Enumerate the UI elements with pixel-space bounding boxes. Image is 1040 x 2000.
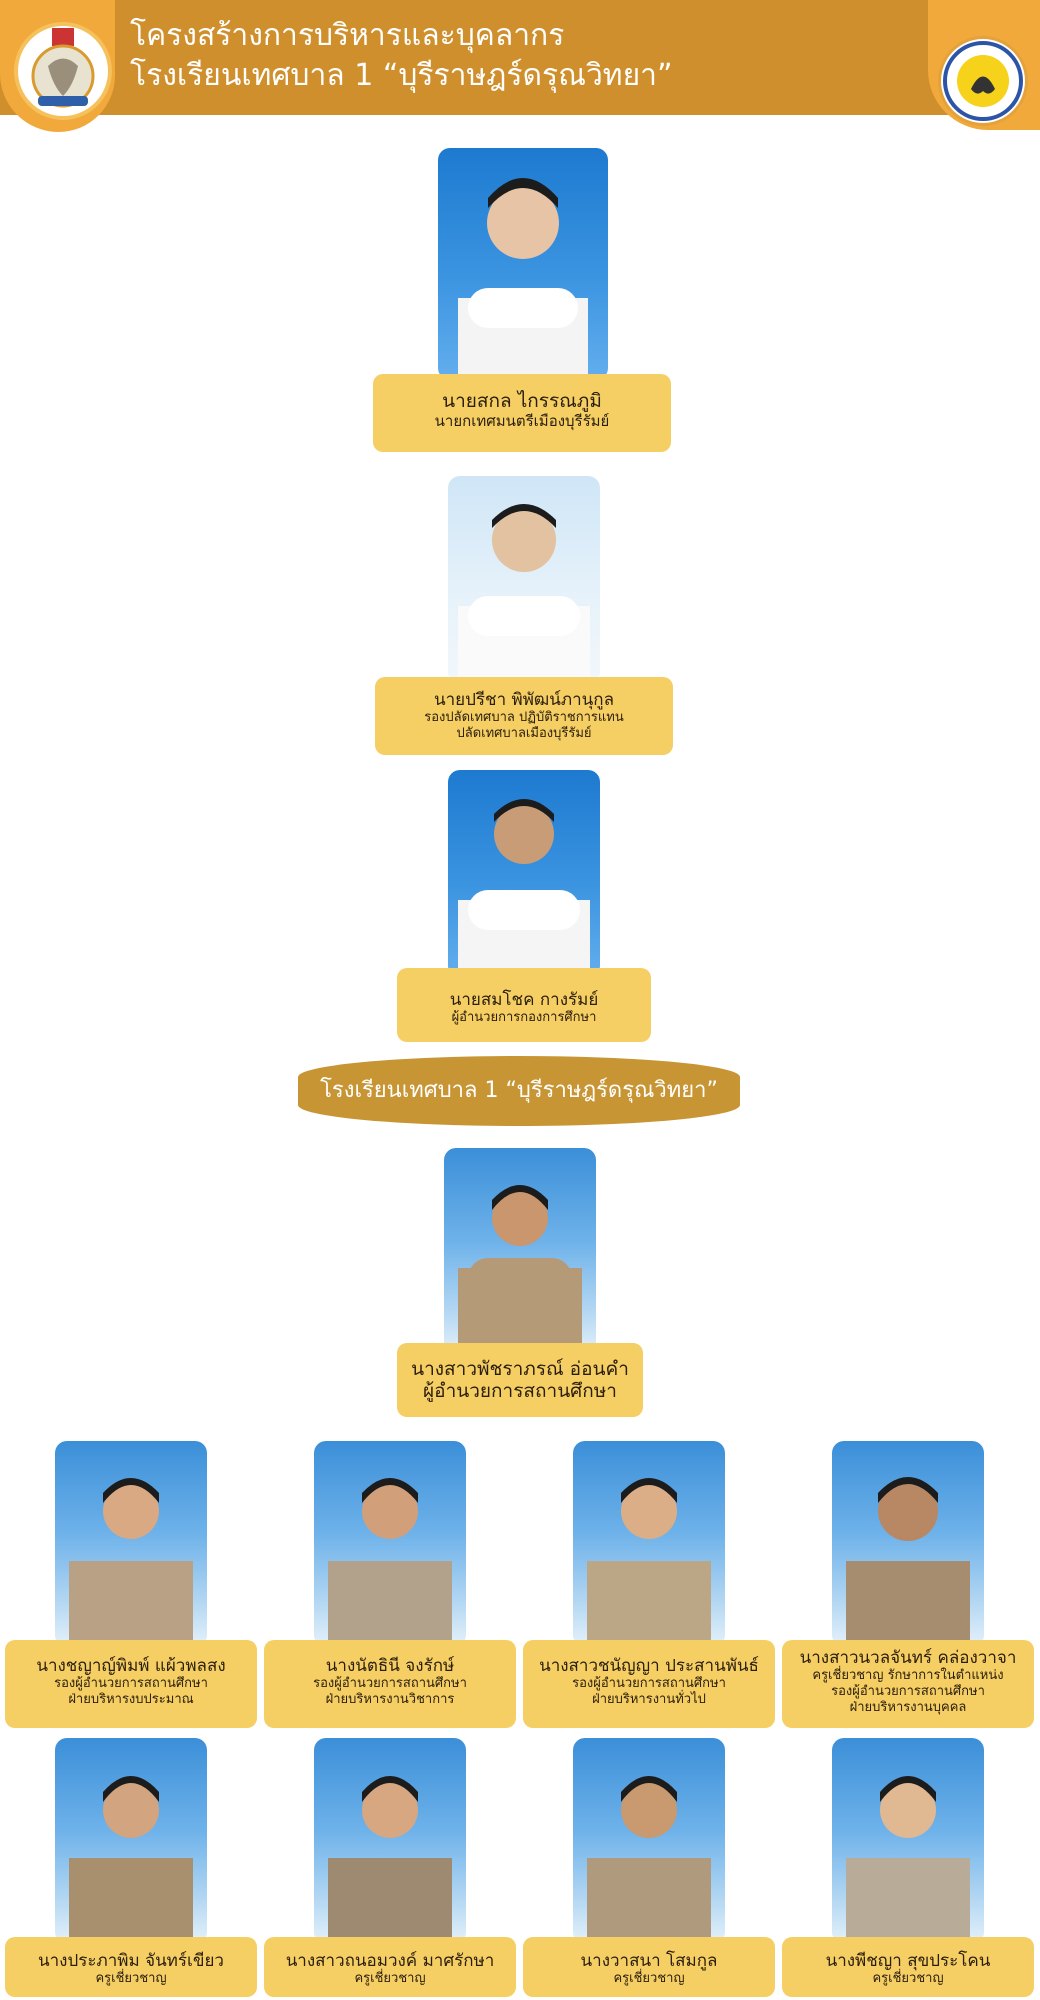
deputy-name: นางนัตธินี จงรักษ์ bbox=[325, 1656, 455, 1676]
school-logo bbox=[938, 36, 1028, 126]
teacher-position: ครูเชี่ยวชาญ bbox=[354, 1971, 426, 1986]
admin-name: นายสกล ไกรรณภูมิ bbox=[442, 390, 602, 412]
teacher-position: ครูเชี่ยวชาญ bbox=[872, 1971, 944, 1986]
school-banner: โรงเรียนเทศบาล 1 “บุรีราษฎร์ดรุณวิทยา” bbox=[298, 1056, 740, 1126]
deputy-department: ฝ่ายบริหารงบประมาณ bbox=[68, 1692, 194, 1707]
teacher-photo-4 bbox=[832, 1738, 984, 1944]
teacher-namebox-4: นางพีชญา สุขประโคน ครูเชี่ยวชาญ bbox=[782, 1937, 1034, 1997]
director-position: ผู้อำนวยการสถานศึกษา bbox=[423, 1380, 617, 1402]
director-namebox: นางสาวพัชราภรณ์ อ่อนคำ ผู้อำนวยการสถานศึ… bbox=[397, 1343, 643, 1417]
admin-photo-1 bbox=[438, 148, 608, 380]
director-name: นางสาวพัชราภรณ์ อ่อนคำ bbox=[411, 1358, 629, 1380]
page-title-line2: โรงเรียนเทศบาล 1 “บุรีราษฎร์ดรุณวิทยา” bbox=[130, 58, 673, 93]
deputy-position: รองผู้อำนวยการสถานศึกษา bbox=[831, 1684, 985, 1699]
admin-namebox-3: นายสมโชค กางรัมย์ ผู้อำนวยการกองการศึกษา bbox=[397, 968, 651, 1042]
teacher-name: นางพีชญา สุขประโคน bbox=[825, 1951, 991, 1971]
teacher-name: นางประภาพิม จันทร์เขียว bbox=[38, 1951, 224, 1971]
director-photo bbox=[444, 1148, 596, 1356]
deputy-position: รองผู้อำนวยการสถานศึกษา bbox=[54, 1676, 208, 1691]
admin-name: นายสมโชค กางรัมย์ bbox=[449, 990, 599, 1010]
deputy-photo-2 bbox=[314, 1441, 466, 1647]
deputy-namebox-4: นางสาวนวลจันทร์ คล่องวาจา ครูเชี่ยวชาญ ร… bbox=[782, 1640, 1034, 1728]
teacher-namebox-2: นางสาวถนอมวงค์ มาศรักษา ครูเชี่ยวชาญ bbox=[264, 1937, 516, 1997]
teacher-photo-1 bbox=[55, 1738, 207, 1944]
teacher-photo-3 bbox=[573, 1738, 725, 1944]
teacher-namebox-1: นางประภาพิม จันทร์เขียว ครูเชี่ยวชาญ bbox=[5, 1937, 257, 1997]
deputy-position: รองผู้อำนวยการสถานศึกษา bbox=[572, 1676, 726, 1691]
admin-namebox-1: นายสกล ไกรรณภูมิ นายกเทศมนตรีเมืองบุรีรั… bbox=[373, 374, 671, 452]
page-title-line1: โครงสร้างการบริหารและบุคลากร bbox=[130, 18, 565, 53]
deputy-name: นางชญาญ์พิมพ์ แผ้วพลสง bbox=[36, 1656, 226, 1676]
teacher-photo-2 bbox=[314, 1738, 466, 1944]
admin-position: ผู้อำนวยการกองการศึกษา bbox=[451, 1010, 597, 1025]
deputy-position: รองผู้อำนวยการสถานศึกษา bbox=[313, 1676, 467, 1691]
admin-position: ปลัดเทศบาลเมืองบุรีรัมย์ bbox=[456, 726, 592, 741]
deputy-department: ฝ่ายบริหารงานทั่วไป bbox=[592, 1692, 706, 1707]
deputy-name: นางสาวนวลจันทร์ คล่องวาจา bbox=[799, 1648, 1017, 1668]
deputy-position: ครูเชี่ยวชาญ รักษาการในตำแหน่ง bbox=[812, 1668, 1004, 1683]
teacher-name: นางวาสนา โสมกูล bbox=[580, 1951, 718, 1971]
header-bar bbox=[0, 0, 1040, 115]
deputy-name: นางสาวชนัญญา ประสานพันธ์ bbox=[539, 1656, 759, 1676]
admin-position: รองปลัดเทศบาล ปฏิบัติราชการแทน bbox=[424, 710, 624, 725]
teacher-namebox-3: นางวาสนา โสมกูล ครูเชี่ยวชาญ bbox=[523, 1937, 775, 1997]
deputy-namebox-2: นางนัตธินี จงรักษ์ รองผู้อำนวยการสถานศึก… bbox=[264, 1640, 516, 1728]
admin-photo-3 bbox=[448, 770, 600, 978]
teacher-name: นางสาวถนอมวงค์ มาศรักษา bbox=[285, 1951, 495, 1971]
municipality-logo bbox=[14, 22, 112, 120]
teacher-position: ครูเชี่ยวชาญ bbox=[613, 1971, 685, 1986]
teacher-position: ครูเชี่ยวชาญ bbox=[95, 1971, 167, 1986]
admin-position: นายกเทศมนตรีเมืองบุรีรัมย์ bbox=[434, 412, 610, 430]
deputy-photo-1 bbox=[55, 1441, 207, 1647]
deputy-department: ฝ่ายบริหารงานบุคคล bbox=[849, 1700, 967, 1715]
deputy-photo-3 bbox=[573, 1441, 725, 1647]
admin-name: นายปรีชา พิพัฒน์ภานุกูล bbox=[433, 690, 614, 710]
deputy-department: ฝ่ายบริหารงานวิชาการ bbox=[325, 1692, 455, 1707]
deputy-namebox-1: นางชญาญ์พิมพ์ แผ้วพลสง รองผู้อำนวยการสถา… bbox=[5, 1640, 257, 1728]
admin-namebox-2: นายปรีชา พิพัฒน์ภานุกูล รองปลัดเทศบาล ปฏ… bbox=[375, 677, 673, 755]
admin-photo-2 bbox=[448, 476, 600, 684]
deputy-photo-4 bbox=[832, 1441, 984, 1647]
deputy-namebox-3: นางสาวชนัญญา ประสานพันธ์ รองผู้อำนวยการส… bbox=[523, 1640, 775, 1728]
